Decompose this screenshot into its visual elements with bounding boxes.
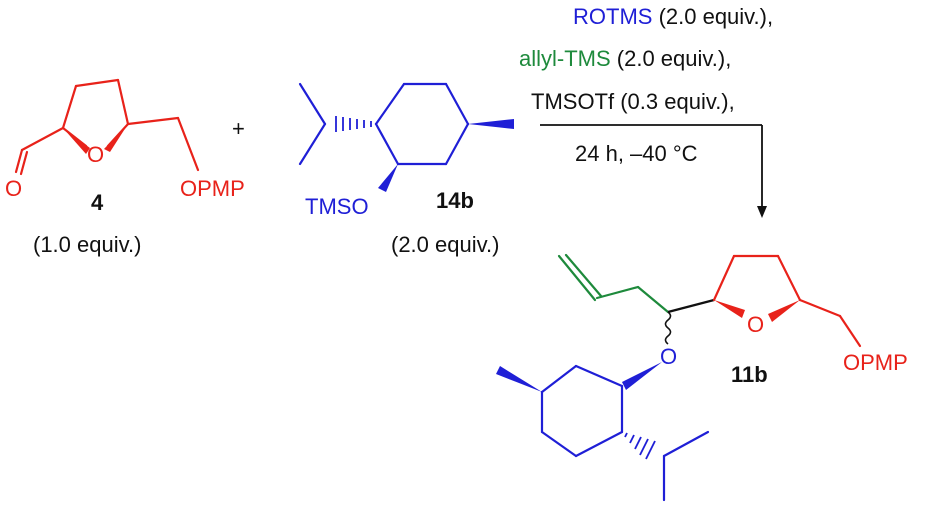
plus-sign: + (232, 116, 245, 141)
reagent-rotms: ROTMS (573, 4, 652, 29)
compound-4-wedge-right (104, 124, 128, 152)
compound-14b-label: 14b (436, 188, 474, 213)
compound-14b-methyl-wedge (468, 119, 514, 129)
product-label: 11b (731, 362, 768, 387)
condition-line-2: allyl-TMS (2.0 equiv.), (519, 46, 731, 71)
product-menthyl-methyl-wedge (496, 366, 542, 392)
product-menthyl-hashed-bond (624, 432, 656, 460)
product-menthyl-o-wedge (622, 362, 662, 390)
compound-14b-tmso: TMSO (305, 194, 369, 219)
compound-4-equiv: (1.0 equiv.) (33, 232, 141, 257)
product-ether-oxygen: O (660, 344, 677, 369)
compound-4-opmp: OPMP (180, 176, 245, 201)
condition-line-1: ROTMS (2.0 equiv.), (573, 4, 773, 29)
compound-4-carbonyl-oxygen: O (5, 176, 22, 201)
compound-14b-equiv: (2.0 equiv.) (391, 232, 499, 257)
compound-4-wedge-left-b (63, 128, 90, 154)
product-menthyl-ring (540, 364, 710, 502)
product-link-bond (667, 298, 715, 314)
compound-4-ring-oxygen: O (87, 142, 104, 167)
condition-line-3: TMSOTf (0.3 equiv.), (531, 89, 735, 114)
compound-14b-hashed-bond (335, 116, 372, 132)
product-wavy-bond (664, 311, 672, 345)
product-ring-oxygen: O (747, 312, 764, 337)
condition-line-4: 24 h, –40 °C (575, 141, 698, 166)
product-opmp: OPMP (843, 350, 908, 375)
product-thf-ring (712, 254, 862, 348)
compound-4-label: 4 (91, 190, 104, 215)
reagent-allyl-tms: allyl-TMS (519, 46, 611, 71)
reaction-arrow (540, 124, 767, 218)
reagent-allyl-tms-amount: (2.0 equiv.), (611, 46, 732, 71)
compound-14b-structure (298, 82, 470, 166)
compound-14b-oxygen-wedge (378, 164, 398, 192)
reagent-rotms-amount: (2.0 equiv.), (652, 4, 773, 29)
product-allyl-group (557, 253, 670, 314)
compound-4-structure (14, 78, 200, 176)
product-thf-wedge-right (768, 300, 800, 322)
product-thf-wedge-left (714, 300, 745, 318)
